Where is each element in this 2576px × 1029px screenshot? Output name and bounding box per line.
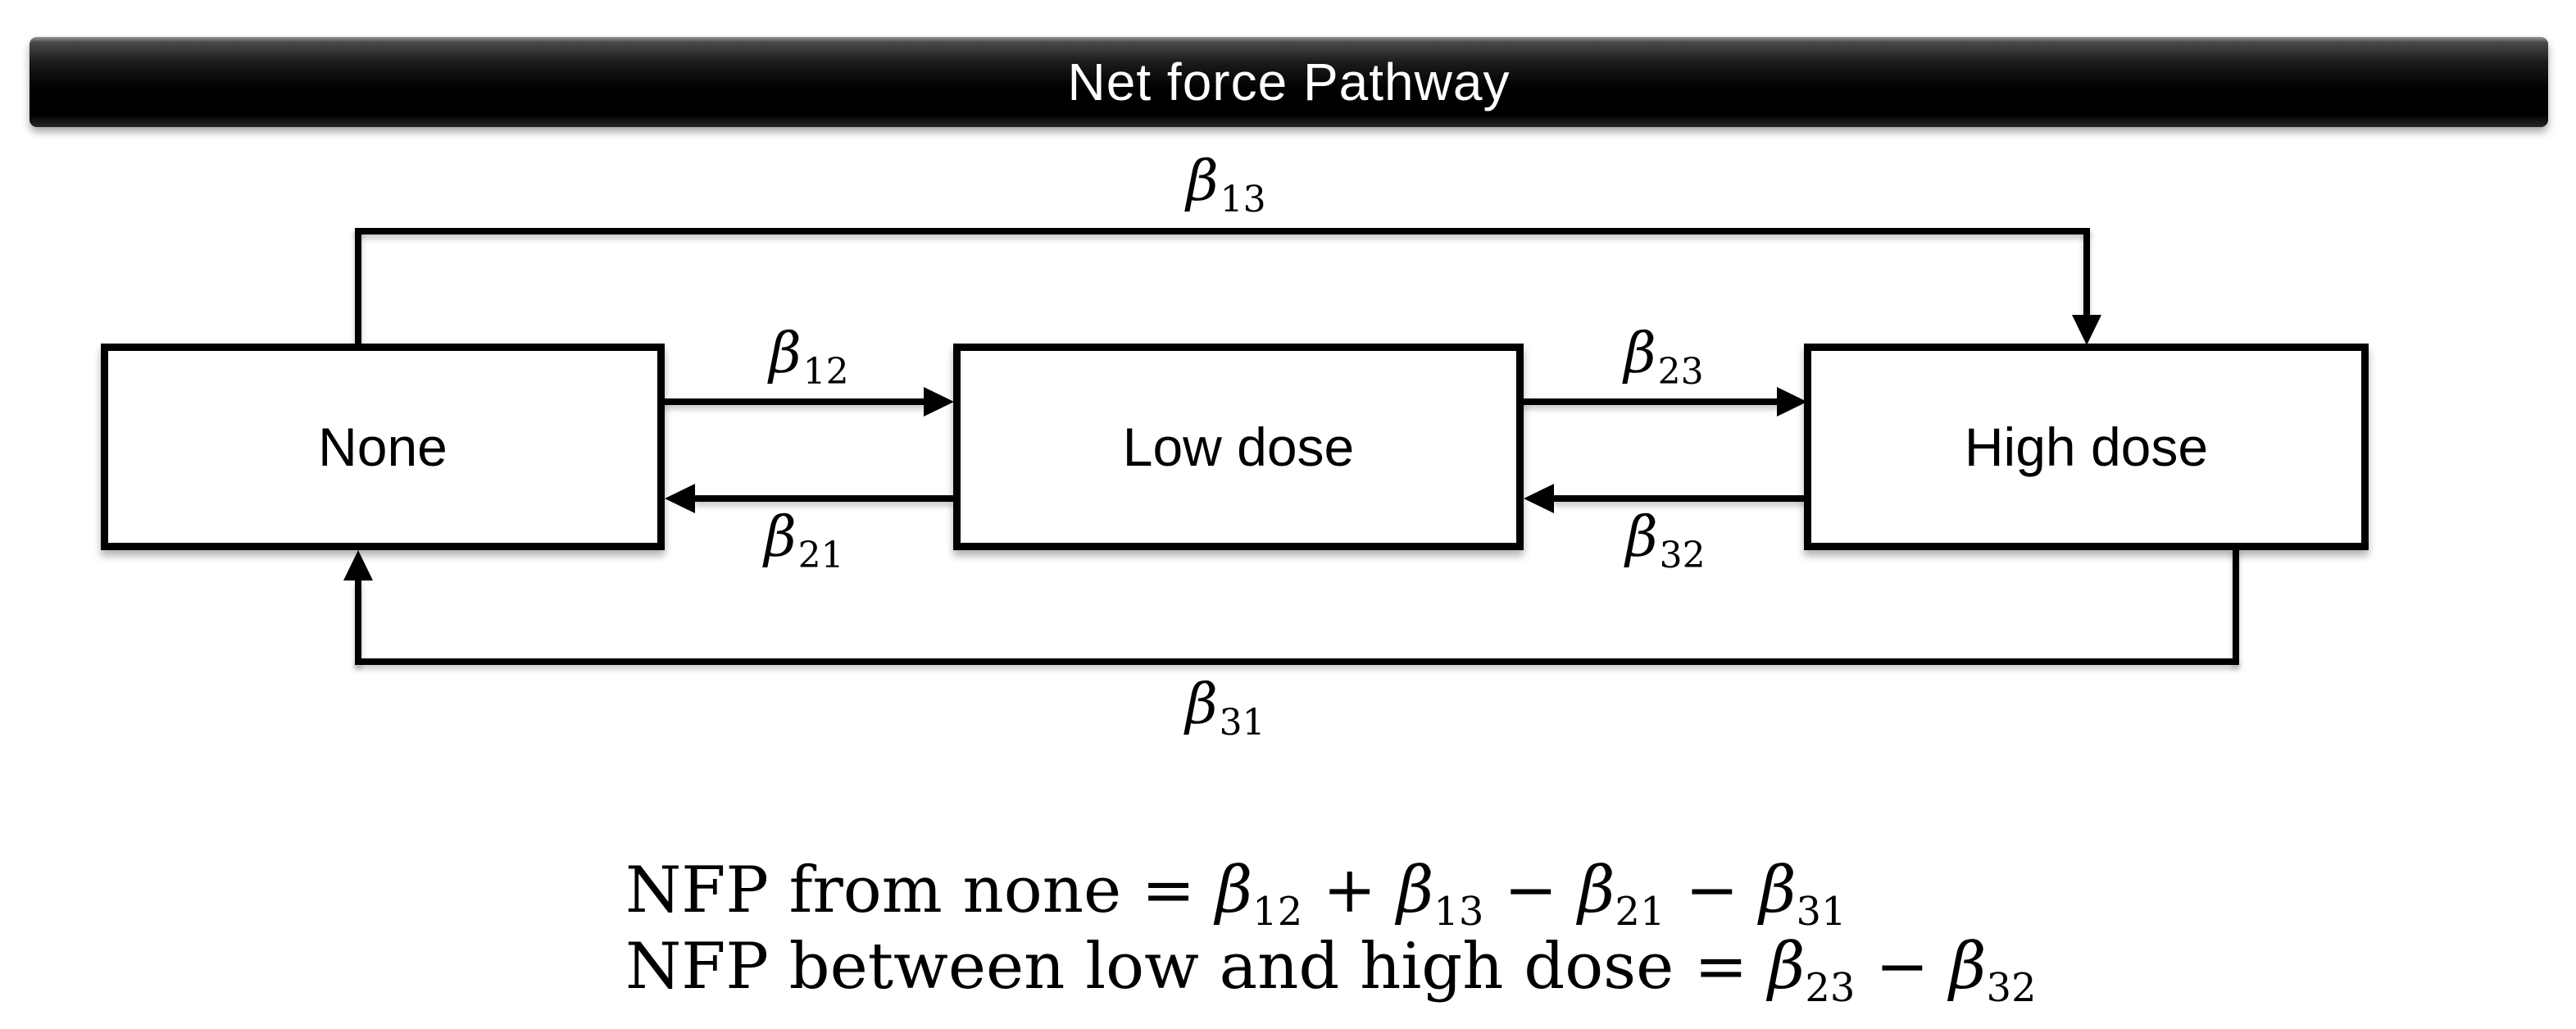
node-high-dose: High dose (1804, 344, 2369, 550)
edge-beta13-segment-right (2083, 228, 2090, 318)
formula-text: β (1397, 854, 1434, 927)
edge-beta13-segment-left (355, 228, 361, 348)
formula-text: − (1855, 930, 1950, 1004)
title-bar: Net force Pathway (30, 37, 2548, 127)
node-none-label: None (318, 417, 448, 477)
edge-label-beta31: β31 (1185, 677, 1265, 741)
formula-subscript: 13 (1433, 889, 1484, 935)
edge-label-beta21: β21 (764, 510, 843, 574)
edge-beta31-segment-bottom (355, 658, 2239, 665)
formula-subscript: 21 (1615, 889, 1665, 935)
edge-beta32-line (1553, 495, 1807, 502)
edge-label-beta12: β12 (769, 326, 848, 390)
edge-beta21-arrowhead (665, 484, 695, 513)
formula-text: β (1949, 930, 1987, 1004)
node-high-dose-label: High dose (1964, 417, 2209, 477)
edge-label-beta23: β23 (1624, 326, 1703, 390)
formulas-block: NFP from none = β12 + β13 − β21 − β31 NF… (625, 853, 2037, 1011)
edge-beta31-arrowhead (343, 550, 373, 581)
page-title: Net force Pathway (1067, 52, 1511, 112)
beta-symbol: β (1625, 505, 1658, 570)
formula-text: β (1759, 854, 1797, 927)
beta-subscript: 21 (797, 535, 844, 576)
formula-line-2: NFP between low and high dose = β23 − β3… (625, 929, 2037, 1011)
beta-subscript: 12 (802, 351, 849, 393)
formula-text: β (1215, 854, 1253, 927)
edge-beta13-segment-top (355, 228, 2090, 234)
beta-subscript: 31 (1219, 702, 1265, 744)
edge-label-beta13: β13 (1186, 154, 1265, 218)
edge-beta12-arrowhead (924, 387, 954, 417)
formula-subscript: 12 (1252, 889, 1303, 935)
beta-subscript: 23 (1657, 351, 1704, 393)
beta-subscript: 13 (1220, 179, 1266, 221)
beta-symbol: β (769, 321, 802, 386)
formula-subscript: 23 (1805, 965, 1856, 1011)
edge-label-beta32: β32 (1625, 510, 1705, 574)
edge-beta21-line (694, 495, 953, 502)
formula-text: β (1768, 930, 1806, 1004)
formula-text: NFP from none = (625, 854, 1216, 927)
edge-beta31-segment-right (2233, 545, 2239, 665)
beta-symbol: β (1624, 321, 1656, 386)
formula-subscript: 31 (1796, 889, 1847, 935)
edge-beta32-arrowhead (1524, 484, 1554, 513)
edge-beta31-segment-left (355, 580, 361, 665)
formula-line-1: NFP from none = β12 + β13 − β21 − β31 (625, 853, 2037, 935)
node-low-dose-label: Low dose (1122, 417, 1355, 477)
formula-text: − (1665, 854, 1760, 927)
beta-subscript: 32 (1659, 535, 1706, 576)
beta-symbol: β (1185, 672, 1218, 737)
formula-text: NFP between low and high dose = (625, 930, 1769, 1004)
beta-symbol: β (1186, 149, 1219, 214)
edge-beta13-arrowhead (2072, 315, 2101, 345)
formula-text: + (1302, 854, 1397, 927)
edge-beta12-line (661, 398, 925, 405)
formula-text: − (1483, 854, 1579, 927)
edge-beta23-arrowhead (1777, 387, 1807, 417)
formula-text: β (1578, 854, 1615, 927)
edge-beta23-line (1520, 398, 1779, 405)
node-none: None (101, 344, 665, 550)
beta-symbol: β (764, 505, 797, 570)
node-low-dose: Low dose (953, 344, 1524, 550)
formula-subscript: 32 (1986, 965, 2037, 1011)
